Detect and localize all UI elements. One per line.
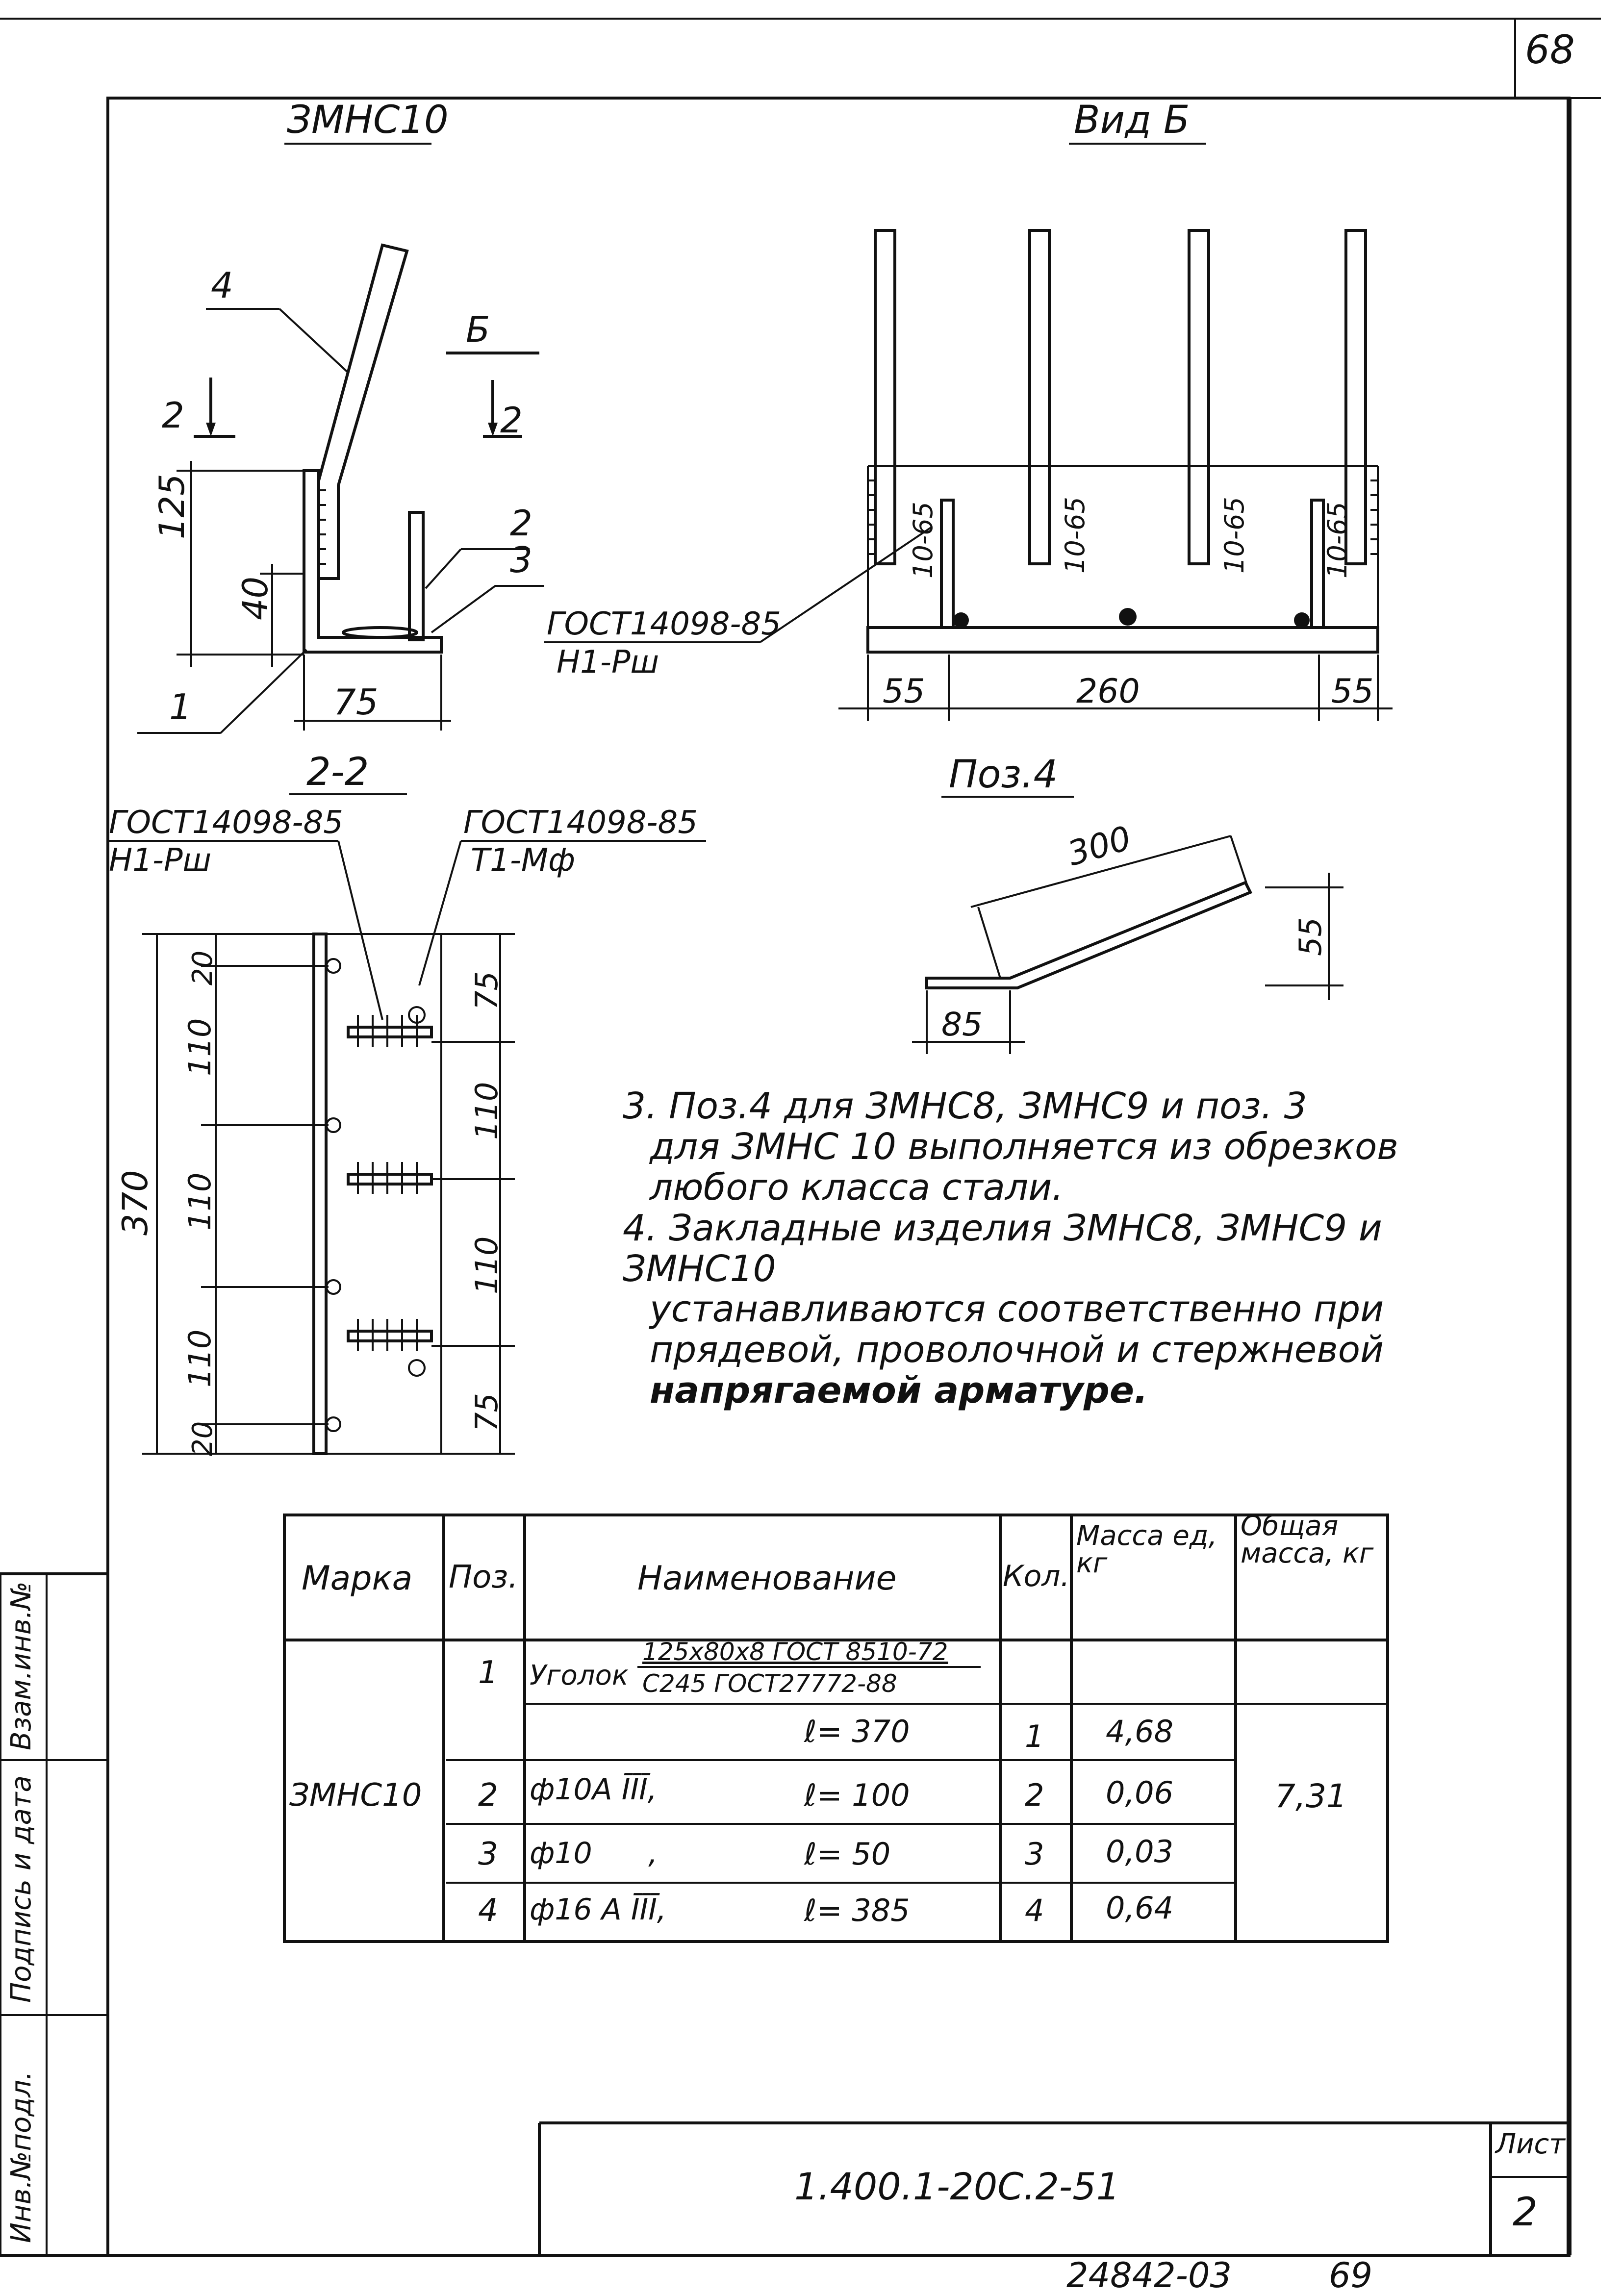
- view-dim-260: 260: [1076, 672, 1140, 711]
- gost-weld-3-line2: Т1-Мф: [471, 842, 575, 879]
- sec-dim-20-top: 20: [187, 950, 219, 985]
- sec-dim-75-top: 75: [469, 971, 505, 1010]
- dim-75: 75: [333, 681, 379, 723]
- main-view-title: ЗМНС10: [287, 98, 449, 142]
- note-line: напрягаемой арматуре.: [650, 1369, 1148, 1412]
- sec-dim-110-c: 110: [182, 1329, 218, 1388]
- sec-dim-110-a: 110: [182, 1018, 218, 1076]
- table-header-unit-mass: Масса ед, кг: [1076, 1520, 1217, 1579]
- section-mark-2-left: 2: [162, 395, 184, 436]
- view-rod-dim-1: 10-65: [908, 502, 938, 579]
- table-header-pos: Поз.: [449, 1559, 518, 1595]
- bottom-page-number: 69: [1329, 2255, 1373, 2296]
- note-line: для ЗМНС 10 выполняется из обрезков: [650, 1125, 1398, 1168]
- note-line: прядевой, проволочной и стержневой: [650, 1329, 1384, 1371]
- dim-40: 40: [235, 576, 276, 620]
- bottom-archive-number: 24842-03: [1066, 2255, 1232, 2296]
- gost-weld-2-line2: Н1-Рш: [109, 842, 212, 879]
- document-code: 1.400.1-20С.2-51: [794, 2165, 1120, 2208]
- sec-dim-370: 370: [115, 1170, 155, 1236]
- gost-weld-2-line1: ГОСТ14098-85: [109, 805, 343, 841]
- table-row-4-mass: 0,03: [1106, 1834, 1174, 1869]
- table-row-5-length: ℓ= 385: [804, 1892, 910, 1928]
- callout-1: 1: [169, 686, 192, 728]
- gost-weld-1-line2: Н1-Рш: [557, 644, 659, 681]
- table-row-1-spec-1: 125х80х8 ГОСТ 8510-72: [642, 1638, 948, 1666]
- section-mark-b: Б: [466, 309, 490, 350]
- note-line: любого класса стали.: [650, 1166, 1064, 1209]
- pos4-dim-85: 85: [941, 1006, 983, 1043]
- table-row-5-pos: 4: [478, 1892, 498, 1929]
- table-row-1-name: Уголок: [530, 1660, 629, 1691]
- table-row-1-pos: 1: [478, 1655, 498, 1691]
- table-row-3-name: ф10А ĪĪĪ,: [530, 1772, 657, 1807]
- table-row-5-qty: 4: [1025, 1892, 1044, 1928]
- table-row-3-pos: 2: [478, 1777, 498, 1814]
- table-row-3-length: ℓ= 100: [804, 1777, 910, 1813]
- view-b-title: Вид Б: [1074, 98, 1190, 142]
- table-row-4-pos: 3: [478, 1836, 498, 1872]
- table-row-4-length: ℓ= 50: [804, 1836, 891, 1872]
- sec-dim-110-r2: 110: [469, 1236, 505, 1294]
- table-row-1-spec-2: С245 ГОСТ27772-88: [642, 1669, 897, 1698]
- page-number: 68: [1525, 27, 1575, 73]
- dim-125: 125: [152, 474, 192, 539]
- gost-weld-1-line1: ГОСТ14098-85: [547, 606, 781, 642]
- table-row-3-qty: 2: [1025, 1777, 1044, 1813]
- view-rod-dim-2: 10-65: [1060, 497, 1090, 574]
- sec-dim-110-b: 110: [182, 1172, 218, 1231]
- stamp-inv: Инв.№подл.: [5, 2071, 37, 2243]
- callout-3: 3: [510, 539, 532, 580]
- stamp-sign-date: Подпись и дата: [5, 1775, 37, 2003]
- sec-dim-75-bottom: 75: [469, 1393, 505, 1432]
- section-mark-2-right: 2: [500, 400, 523, 441]
- view-rod-dim-3: 10-65: [1219, 497, 1250, 574]
- table-header-total-mass: Общая масса, кг: [1241, 1510, 1374, 1569]
- pos4-dim-55: 55: [1293, 917, 1328, 956]
- notes-block: 3. Поз.4 для ЗМНС8, ЗМНС9 и поз. 3 для З…: [623, 1086, 1535, 1411]
- note-line: 4. Закладные изделия ЗМНС8, ЗМНС9 и ЗМНС…: [623, 1207, 1382, 1290]
- table-row-3-mass: 0,06: [1106, 1775, 1174, 1811]
- table-row-2-mass: 4,68: [1106, 1714, 1174, 1749]
- table-row-4-name: ф10 ,: [530, 1836, 658, 1870]
- callout-4: 4: [211, 265, 233, 306]
- view-dim-55-right: 55: [1331, 672, 1374, 711]
- view-dim-55-left: 55: [883, 672, 925, 711]
- table-header-mark: Марка: [302, 1559, 413, 1598]
- pos4-title: Поз.4: [949, 753, 1058, 797]
- table-row-5-mass: 0,64: [1106, 1890, 1174, 1926]
- sheet-label: Лист: [1495, 2128, 1565, 2160]
- sheet-number: 2: [1513, 2189, 1538, 2235]
- table-header-qty: Кол.: [1003, 1559, 1070, 1593]
- note-line: устанавливаются соответственно при: [650, 1288, 1384, 1331]
- table-row-5-name: ф16 А ĪĪĪ,: [530, 1892, 666, 1927]
- table-row-2-qty: 1: [1025, 1718, 1044, 1754]
- section-title: 2-2: [306, 750, 369, 794]
- sec-dim-110-r1: 110: [469, 1082, 505, 1140]
- stamp-replace: Взам.инв.№: [5, 1581, 37, 1750]
- table-row-2-length: ℓ= 370: [804, 1714, 910, 1749]
- table-total-mass: 7,31: [1275, 1777, 1347, 1815]
- table-mark: ЗМНС10: [289, 1777, 422, 1814]
- sec-dim-20-bottom: 20: [187, 1421, 219, 1456]
- gost-weld-3-line1: ГОСТ14098-85: [463, 805, 698, 841]
- note-line: 3. Поз.4 для ЗМНС8, ЗМНС9 и поз. 3: [623, 1085, 1307, 1127]
- view-rod-dim-4: 10-65: [1322, 502, 1353, 579]
- table-header-name: Наименование: [637, 1559, 897, 1598]
- callout-2: 2: [510, 503, 532, 544]
- table-row-4-qty: 3: [1025, 1836, 1044, 1872]
